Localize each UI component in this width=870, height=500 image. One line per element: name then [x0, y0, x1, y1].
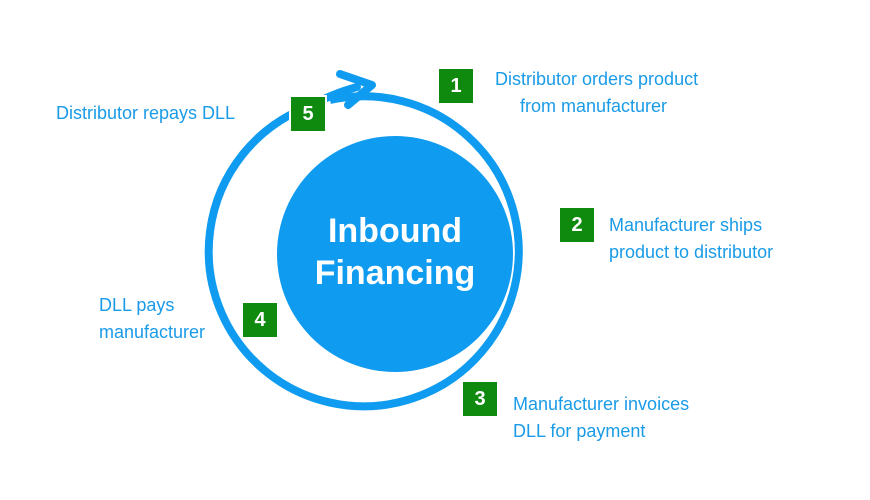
- step-4-label-line2: manufacturer: [99, 322, 206, 342]
- step-1-label-line2: from manufacturer: [520, 96, 668, 116]
- step-2-label-line2: product to distributor: [609, 242, 774, 262]
- step-3-label-line1: Manufacturer invoices: [513, 394, 690, 414]
- step-2-badge: 2: [558, 206, 596, 244]
- cycle-ring: [204, 92, 523, 411]
- step-3-label-line2: DLL for payment: [513, 421, 646, 441]
- step-4-badge: 4: [241, 301, 279, 339]
- step-2-label-line1: Manufacturer ships: [609, 215, 763, 235]
- center-title-line1: Inbound: [327, 212, 463, 250]
- step-1-label: Distributor orders product from manufact…: [495, 66, 698, 120]
- step-4-label-line1: DLL pays: [99, 295, 175, 315]
- arrow-head-icon: [336, 70, 376, 109]
- center-title-line2: Financing: [314, 254, 476, 292]
- step-2-label: Manufacturer ships product to distributo…: [609, 212, 773, 266]
- step-5-label-line1: Distributor repays DLL: [56, 103, 236, 123]
- step-3-label: Manufacturer invoices DLL for payment: [513, 391, 689, 445]
- center-circle: [277, 136, 513, 372]
- step-1-label-line1: Distributor orders product: [495, 69, 699, 89]
- step-4-label: DLL pays manufacturer: [99, 292, 205, 346]
- center-title: Inbound Financing: [280, 210, 510, 294]
- step-5-badge: 5: [289, 95, 327, 133]
- step-1-badge: 1: [437, 67, 475, 105]
- step-5-label: Distributor repays DLL: [56, 100, 235, 127]
- step-3-badge: 3: [461, 380, 499, 418]
